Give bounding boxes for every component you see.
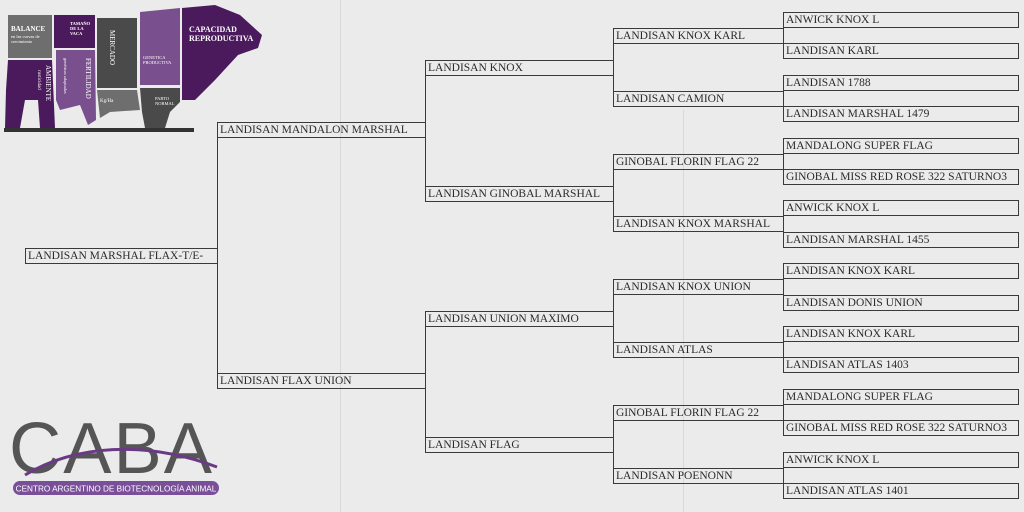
cow-label-geneticas: genéticas adaptadas [63,58,68,94]
pedigree-node-gen3: LANDISAN KNOX [425,60,614,76]
background-line [340,0,341,512]
cow-label-kgha: Kg/Ha [100,99,114,104]
cow-label-genetica: GENETICA PRODUCTIVA [143,55,172,65]
pedigree-connector [783,263,784,311]
pedigree-node-gen4: LANDISAN KNOX UNION [613,279,784,295]
pedigree-connector [783,12,784,59]
pedigree-node-gen5: LANDISAN MARSHAL 1479 [783,106,1019,122]
cow-label-capacidad: CAPACIDAD REPRODUCTIVA [189,25,254,43]
pedigree-node-gen5: LANDISAN KARL [783,43,1019,59]
pedigree-node-gen1: LANDISAN MARSHAL FLAX-T/E- [25,248,218,264]
pedigree-node-gen4: GINOBAL FLORIN FLAG 22 [613,405,784,421]
cow-label-balance: BALANCE [11,25,46,33]
pedigree-node-gen3: LANDISAN FLAG [425,437,614,453]
pedigree-node-gen4: LANDISAN POENONN [613,468,784,484]
cow-label-rusticidad: rusticidad [36,70,41,90]
pedigree-connector [783,326,784,373]
caba-logo-subtitle: CENTRO ARGENTINO DE BIOTECNOLOGÍA ANIMAL [16,484,217,494]
pedigree-connector [613,405,614,484]
cow-label-ambiente: AMBIENTE [44,65,52,101]
caba-logo: CABA CENTRO ARGENTINO DE BIOTECNOLOGÍA A… [9,409,219,495]
pedigree-node-gen3: LANDISAN UNION MAXIMO [425,311,614,327]
pedigree-node-gen5: GINOBAL MISS RED ROSE 322 SATURNO3 [783,169,1019,185]
pedigree-node-gen5: LANDISAN ATLAS 1403 [783,357,1019,373]
pedigree-node-gen4: LANDISAN ATLAS [613,342,784,358]
pedigree-node-gen5: GINOBAL MISS RED ROSE 322 SATURNO3 [783,420,1019,436]
pedigree-node-gen5: LANDISAN KNOX KARL [783,326,1019,342]
pedigree-node-gen2: LANDISAN FLAX UNION [217,373,426,389]
pedigree-node-gen4: GINOBAL FLORIN FLAG 22 [613,154,784,170]
cow-label-mercado: MERCADO [108,30,116,65]
pedigree-node-gen5: LANDISAN KNOX KARL [783,263,1019,279]
cow-label-balance-sub: en las curvas de crecimiento [11,34,40,44]
pedigree-node-gen5: LANDISAN 1788 [783,75,1019,91]
pedigree-connector [425,311,426,453]
pedigree-connector [783,389,784,436]
pedigree-connector [783,75,784,122]
cow-label-parto: PARTO NORMAL [155,96,175,106]
pedigree-node-gen5: LANDISAN MARSHAL 1455 [783,232,1019,248]
cow-logo: BALANCE MERCADO FERTILIDAD genéticas ada… [4,5,262,132]
pedigree-connector [783,200,784,248]
pedigree-connector [613,28,614,107]
pedigree-node-gen4: LANDISAN CAMION [613,91,784,107]
pedigree-connector [217,122,218,389]
pedigree-node-gen5: LANDISAN ATLAS 1401 [783,483,1019,499]
pedigree-node-gen5: ANWICK KNOX L [783,200,1019,216]
pedigree-connector [613,279,614,358]
cow-label-tamano: TAMAÑO DE LA VACA [70,21,91,36]
pedigree-node-gen3: LANDISAN GINOBAL MARSHAL [425,186,614,202]
pedigree-node-gen5: LANDISAN DONIS UNION [783,295,1019,311]
cow-label-fertilidad: FERTILIDAD [84,58,92,99]
pedigree-connector [425,60,426,202]
pedigree-node-gen5: MANDALONG SUPER FLAG [783,389,1019,405]
pedigree-connector [613,154,614,232]
pedigree-connector [783,138,784,185]
background-line [683,110,684,512]
pedigree-connector [783,452,784,499]
pedigree-node-gen5: ANWICK KNOX L [783,12,1019,28]
pedigree-node-gen5: MANDALONG SUPER FLAG [783,138,1019,154]
pedigree-node-gen5: ANWICK KNOX L [783,452,1019,468]
pedigree-node-gen4: LANDISAN KNOX MARSHAL [613,216,784,232]
pedigree-node-gen4: LANDISAN KNOX KARL [613,28,784,44]
